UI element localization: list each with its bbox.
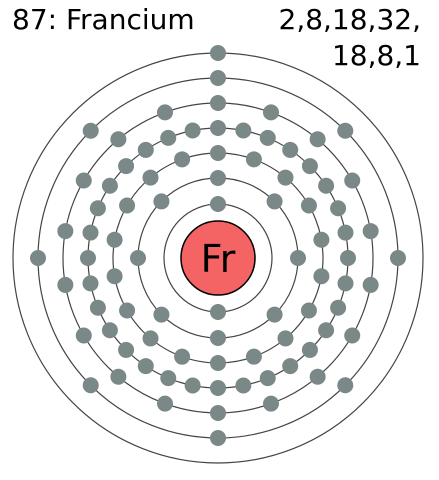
electron [89,299,106,316]
electron [245,151,262,168]
electron [118,341,135,358]
electron [277,169,294,186]
electron [80,250,96,266]
electron [210,330,226,346]
electron [277,330,294,347]
electron [184,122,201,139]
electron [101,322,118,339]
electron [153,306,170,323]
electron [110,368,127,385]
electron [282,141,299,158]
electron [142,169,159,186]
electron [210,430,226,446]
electron [210,380,226,396]
electron [89,200,106,217]
electron [318,322,335,339]
electron [160,129,177,146]
electron [362,276,379,293]
nucleus [180,220,256,296]
electron [174,151,191,168]
electron-configuration-line-1: 2,8,18,32, [278,3,422,36]
electron [263,104,280,121]
electron [106,231,123,248]
electron [300,197,317,214]
electron [210,355,226,371]
electron [57,276,74,293]
electron [82,122,99,139]
electron [82,275,99,292]
electron [210,145,226,161]
electron [210,196,226,212]
electron [259,370,276,387]
electron [210,304,226,320]
electron [184,377,201,394]
electron [337,275,354,292]
nucleus-symbol: Fr [201,237,236,281]
electron [245,348,262,365]
electron [210,95,226,111]
electron [142,330,159,347]
electron [210,45,226,61]
electron [337,122,354,139]
electron [337,224,354,241]
electron [153,193,170,210]
electron [330,200,347,217]
electron [344,172,361,189]
electron [318,177,335,194]
electron [75,327,92,344]
electron [106,268,123,285]
electron [309,368,326,385]
element-title: 87: Francium [12,3,195,36]
electron [118,158,135,175]
electron [235,122,252,139]
electron [235,377,252,394]
electron [210,170,226,186]
electron [210,70,226,86]
electron [174,348,191,365]
electron [210,405,226,421]
electron [266,306,283,323]
electron [263,395,280,412]
electron [290,250,306,266]
electron [259,129,276,146]
electron [309,131,326,148]
electron-group [30,45,406,446]
electron [101,177,118,194]
electron [301,341,318,358]
electron [119,197,136,214]
electron [266,193,283,210]
electron [82,377,99,394]
electron [344,327,361,344]
electron [337,377,354,394]
electron [156,104,173,121]
electron [137,141,154,158]
electron [313,231,330,248]
electron [313,268,330,285]
electron [210,120,226,136]
electron-configuration-line-2: 18,8,1 [331,39,421,72]
electron [119,302,136,319]
electron [300,302,317,319]
electron [75,172,92,189]
electron [301,158,318,175]
electron [362,223,379,240]
electron [137,358,154,375]
electron [57,223,74,240]
electron [30,250,46,266]
electron [160,370,177,387]
electron [330,299,347,316]
electron [390,250,406,266]
electron [82,224,99,241]
electron [156,395,173,412]
electron [282,358,299,375]
electron [340,250,356,266]
electron [110,131,127,148]
electron [130,250,146,266]
